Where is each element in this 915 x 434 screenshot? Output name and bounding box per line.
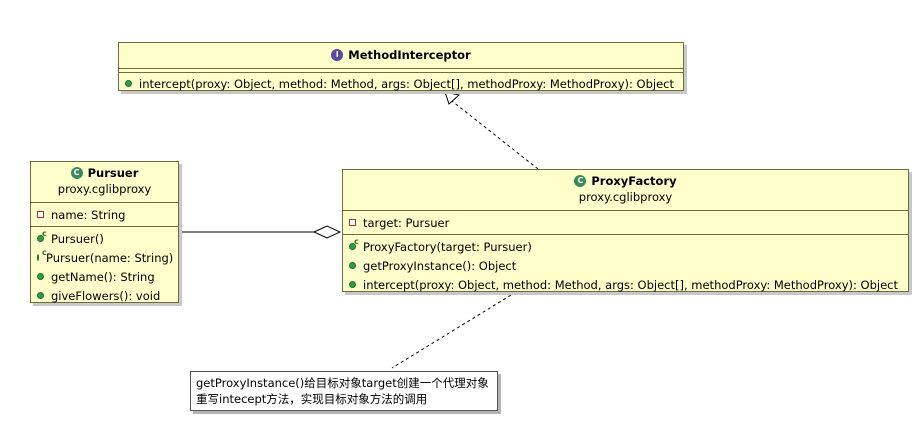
empty-attributes-compartment (119, 69, 683, 73)
note-line-2: 重写intecept方法，实现目标对象方法的调用 (196, 392, 428, 406)
method-signature: intercept(proxy: Object, method: Method,… (139, 76, 674, 91)
private-field-icon (349, 219, 356, 226)
class-name: Pursuer (87, 166, 139, 180)
method-get-name[interactable]: getName(): String (37, 267, 172, 286)
realization-line (451, 100, 539, 170)
class-icon: C (574, 175, 587, 187)
package-name: proxy.cglibproxy (578, 190, 673, 204)
method-interceptor-interface[interactable]: I MethodInterceptor intercept(proxy: Obj… (118, 42, 684, 91)
public-method-icon (37, 273, 44, 280)
proxy-factory-class[interactable]: C ProxyFactory proxy.cglibproxy target: … (342, 169, 909, 292)
class-name: ProxyFactory (591, 174, 677, 188)
private-field-icon (37, 211, 44, 218)
attribute-name[interactable]: name: String (37, 205, 172, 224)
method-intercept[interactable]: intercept(proxy: Object, method: Method,… (349, 275, 902, 294)
public-method-icon (125, 80, 132, 87)
realization-arrowhead (444, 91, 461, 105)
interface-icon: I (331, 49, 344, 61)
attribute-target[interactable]: target: Pursuer (349, 213, 902, 232)
constructor-with-name[interactable]: Pursuer(name: String) (37, 248, 173, 267)
package-name: proxy.cglibproxy (57, 182, 152, 196)
method-give-flowers[interactable]: giveFlowers(): void (37, 286, 172, 305)
aggregation-diamond (312, 225, 342, 239)
note-anchor-line (391, 291, 517, 369)
constructor-icon (349, 237, 359, 250)
method-get-proxy-instance[interactable]: getProxyInstance(): Object (349, 256, 902, 275)
class-icon: C (70, 167, 83, 179)
public-method-icon (37, 292, 44, 299)
constructor-icon (37, 229, 47, 242)
constructor-default[interactable]: Pursuer() (37, 229, 172, 248)
interface-method-intercept[interactable]: intercept(proxy: Object, method: Method,… (125, 74, 677, 93)
note-line-1: getProxyInstance()给目标对象target创建一个代理对象 (196, 376, 489, 390)
constructor-proxy-factory[interactable]: ProxyFactory(target: Pursuer) (349, 237, 902, 256)
comment-note[interactable]: getProxyInstance()给目标对象target创建一个代理对象 重写… (190, 371, 498, 411)
pursuer-class[interactable]: C Pursuer proxy.cglibproxy name: String … (30, 161, 179, 303)
public-method-icon (349, 262, 356, 269)
interface-name: MethodInterceptor (348, 48, 471, 62)
constructor-icon (37, 248, 47, 261)
public-method-icon (349, 281, 356, 288)
